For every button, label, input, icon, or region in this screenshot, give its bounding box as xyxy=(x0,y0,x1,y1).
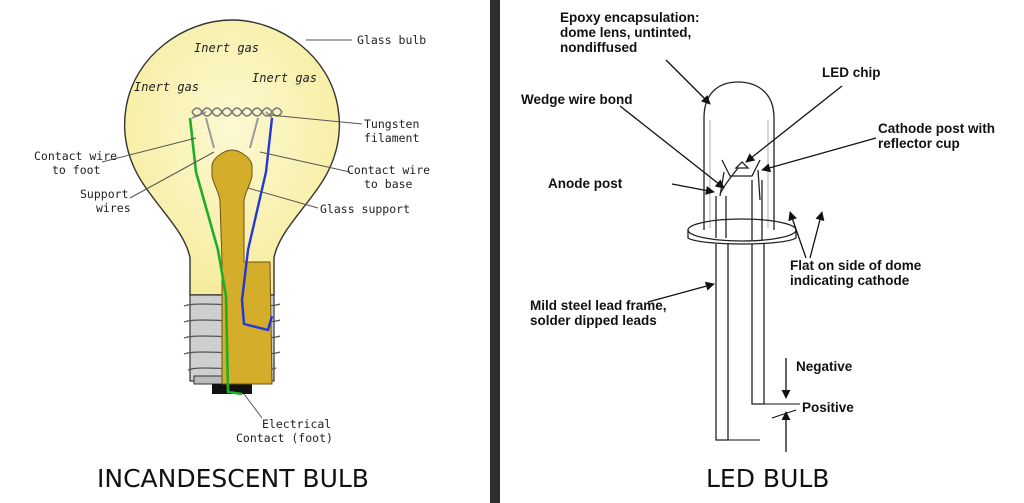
label-epoxy-2: dome lens, untinted, xyxy=(560,25,691,40)
tungsten-filament xyxy=(191,107,283,117)
blue-contact-wire xyxy=(240,117,274,332)
incandescent-bulb-diagram: Glass bulb Inert gas Inert gas Inert gas… xyxy=(34,19,430,445)
label-cathode-1: Cathode post with xyxy=(878,121,995,136)
label-cathode-2: reflector cup xyxy=(878,136,960,151)
foot-contact xyxy=(212,384,252,394)
label-flat-2: indicating cathode xyxy=(790,273,910,288)
support-wires xyxy=(191,111,273,149)
label-positive: Positive xyxy=(802,400,854,415)
label-inert-gas-top: Inert gas xyxy=(194,41,259,55)
label-electrical-2: Contact (foot) xyxy=(236,431,333,445)
label-electrical-1: Electrical xyxy=(262,417,331,431)
label-mild-steel-2: solder dipped leads xyxy=(530,313,657,328)
label-wedge-wire-bond: Wedge wire bond xyxy=(521,92,633,107)
label-contact-base-1: Contact wire xyxy=(347,163,430,177)
label-flat-1: Flat on side of dome xyxy=(790,258,922,273)
led-leader-lines xyxy=(619,59,877,452)
label-support-2: wires xyxy=(96,201,131,215)
panel-divider xyxy=(490,0,500,503)
label-contact-base-2: to base xyxy=(364,177,413,191)
label-epoxy-1: Epoxy encapsulation: xyxy=(560,10,700,25)
label-mild-steel-1: Mild steel lead frame, xyxy=(530,298,667,313)
label-anode-post: Anode post xyxy=(548,176,623,191)
incandescent-leader-lines xyxy=(101,39,363,419)
led-leads xyxy=(715,244,765,441)
label-contact-foot-1: Contact wire xyxy=(34,149,117,163)
label-led-chip: LED chip xyxy=(822,65,881,80)
label-support-1: Support xyxy=(80,187,128,201)
label-tungsten-2: filament xyxy=(364,131,419,145)
caption-led: LED BULB xyxy=(706,464,830,493)
label-epoxy-3: nondiffused xyxy=(560,40,637,55)
label-tungsten-1: Tungsten xyxy=(364,117,419,131)
led-body xyxy=(687,81,797,245)
positive-tick-b xyxy=(771,409,797,419)
label-contact-foot-2: to foot xyxy=(52,163,100,177)
label-inert-gas-left: Inert gas xyxy=(134,80,199,94)
label-glass-bulb: Glass bulb xyxy=(357,33,426,47)
caption-incandescent: INCANDESCENT BULB xyxy=(97,464,369,493)
label-negative: Negative xyxy=(796,359,853,374)
green-contact-wire xyxy=(188,117,243,396)
label-inert-gas-right: Inert gas xyxy=(252,71,317,85)
label-glass-support: Glass support xyxy=(320,202,410,216)
